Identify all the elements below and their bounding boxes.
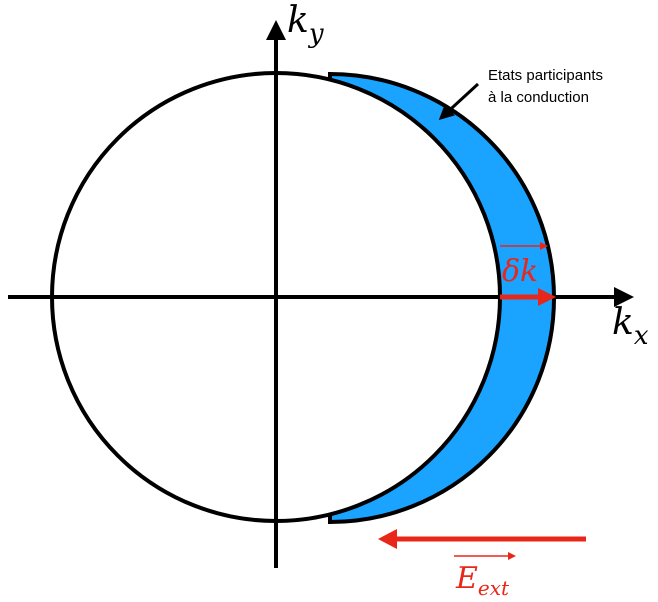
- delta-k-arrow-head: [538, 288, 556, 306]
- kx-label-base: k: [612, 302, 634, 343]
- ky-label-base: k: [287, 0, 309, 41]
- ky-label: ky: [287, 0, 324, 49]
- kx-label: kx: [612, 302, 649, 351]
- delta-k-label: δk: [502, 254, 538, 289]
- annotation-line-2: à la conduction: [488, 89, 589, 106]
- annotation-line-1: Etats participants: [488, 67, 603, 84]
- annotation-pointer-arrow: [438, 82, 480, 121]
- e-ext-label-base: E: [455, 561, 478, 596]
- e-ext-overarrow-head: [508, 552, 516, 560]
- ky-label-sub: y: [308, 19, 324, 49]
- e-ext-label: Eext: [455, 561, 510, 600]
- kx-label-sub: x: [634, 321, 649, 351]
- e-ext-label-sub: ext: [478, 576, 510, 600]
- e-ext-arrow-head: [378, 529, 397, 549]
- delta-k-overarrow-head: [540, 242, 548, 250]
